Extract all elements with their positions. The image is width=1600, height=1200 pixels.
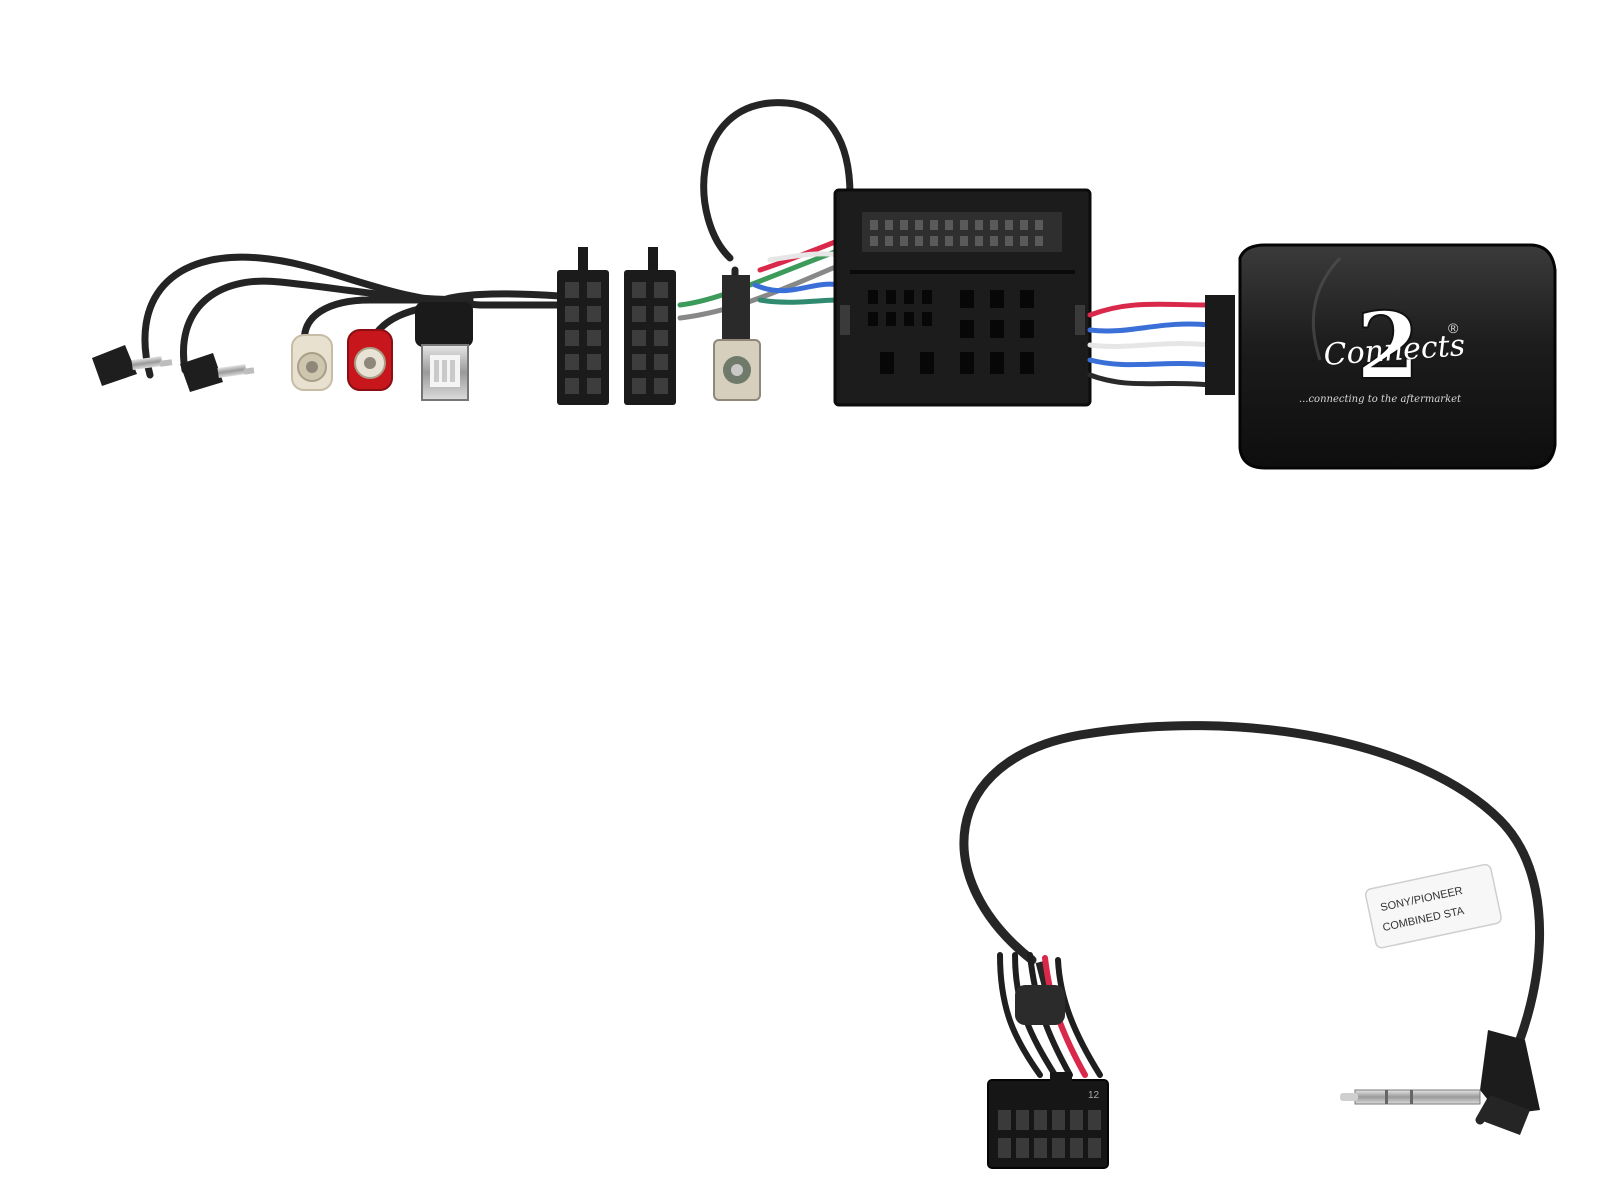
aux-jack-1	[92, 345, 173, 386]
pin-marker: 12	[1088, 1090, 1100, 1101]
rca-plug-white	[291, 334, 333, 391]
interface-box: 2 ® Connects ...connecting to the afterm…	[1238, 243, 1557, 470]
antenna-connector	[713, 275, 761, 401]
interface-wires	[1087, 301, 1213, 388]
steering-control-harness: 2 ® Connects ...connecting to the afterm…	[92, 99, 1557, 470]
logo-number: 2	[1356, 292, 1420, 400]
patch-cable	[959, 721, 1545, 1125]
usb-plug	[415, 302, 473, 401]
cable-label: SONY/PIONEER COMBINED STA	[1364, 863, 1502, 949]
twelve-pin-connector: 12	[987, 1072, 1109, 1169]
colored-wires	[677, 237, 843, 321]
logo-tagline: ...connecting to the aftermarket	[1299, 394, 1462, 405]
aux-jack-2	[180, 353, 255, 392]
registered-mark: ®	[1448, 320, 1459, 336]
patch-lead: SONY/PIONEER COMBINED STA 12	[959, 721, 1545, 1169]
interface-strain-relief	[1205, 295, 1235, 395]
iso-connector-left	[557, 247, 609, 405]
iso-connector-right	[624, 247, 676, 405]
right-angle-jack	[1340, 1030, 1540, 1135]
wire-sleeve	[1015, 985, 1065, 1025]
rca-plug-red	[347, 329, 393, 391]
vehicle-connector	[833, 188, 1092, 407]
